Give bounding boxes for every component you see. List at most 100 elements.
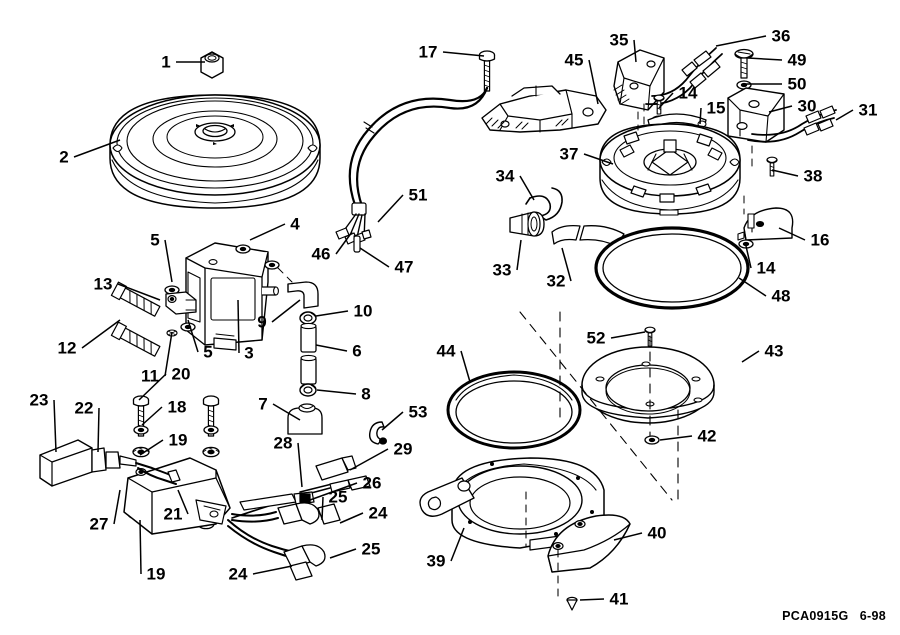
part-hose-sleeve-32 [551,224,625,247]
callout-boot-9: 9 [257,312,267,332]
callout-connector-29: 29 [393,439,413,459]
leader-line-37 [583,153,614,165]
leader-line-42 [659,435,693,441]
callout-lock-washer-19: 19 [146,564,166,584]
callout-washer-11: 11 [141,366,159,386]
leader-line-31 [835,109,854,121]
callout-terminal-leads-46: 46 [311,244,331,264]
callout-screw-4: 4 [290,214,300,234]
leader-line-14 [658,92,674,109]
callout-terminal-51: 51 [408,185,428,205]
part-coil-cover-16 [737,207,794,241]
callout-spark-plug-boot-25: 25 [361,539,381,559]
callout-armature-plate-37: 37 [559,144,579,164]
callout-weight-block-40: 40 [647,523,667,543]
leader-line-19 [139,439,164,456]
leader-line-29 [349,448,389,471]
callout-screw-41: 41 [609,589,629,609]
callout-timer-base-linkage-45: 45 [564,50,584,70]
leader-line-19 [139,519,142,575]
callout-flywheel-nut-1: 1 [161,52,171,72]
leader-line-49 [747,57,783,61]
part-boot-9 [287,281,319,309]
part-tube-6 [300,322,317,385]
leader-line-36 [715,35,767,47]
callout-screw-12: 12 [57,338,77,358]
leader-line-51 [377,194,404,223]
leader-line-18 [141,406,163,426]
callout-washer-42: 42 [697,426,717,446]
part-flywheel [109,94,321,209]
callout-hose-sleeve-32: 32 [546,271,566,291]
leader-line-39 [450,527,465,562]
callout-grommet-8: 8 [361,384,371,404]
leader-line-45 [588,59,599,105]
callout-sensor-coil-35: 35 [609,30,629,50]
callout-flywheel-2: 2 [59,147,69,167]
callout-spark-plug-lead-23: 23 [29,390,49,410]
leader-line-26 [309,482,358,501]
callout-retaining-clip-53: 53 [408,402,428,422]
leader-line-3 [237,299,240,354]
part-boot-7 [287,403,323,435]
callout-boot-7: 7 [258,394,268,414]
leader-line-40 [613,532,643,541]
callout-spark-plug-lead-24: 24 [368,503,388,523]
leader-line-44 [460,350,471,383]
part-spark-plug-lead-24 [227,502,341,581]
part-washer-42 [644,435,660,445]
leader-line-11 [164,331,173,377]
callout-retainer-plate-43: 43 [764,341,784,361]
leader-lines [53,35,854,601]
callout-washer-18: 18 [167,397,187,417]
callout-terminal-leads-36: 36 [771,26,791,46]
leader-line-24 [252,565,293,575]
leader-line-46 [335,231,353,255]
part-grommet-10 [299,311,317,325]
leader-line-10 [315,310,349,317]
part-bushing-33 [509,211,545,237]
leader-line-38 [771,169,799,177]
part-grommet-8 [299,383,317,397]
part-terminal-26 [239,491,315,511]
leader-line-28 [297,442,303,488]
callout-terminal-26: 26 [362,473,382,493]
leader-line-33 [516,239,522,271]
part-screw-12 [110,281,161,357]
leader-line-53 [381,411,404,431]
leader-line-52 [610,331,646,339]
part-boot-22 [91,447,137,473]
leader-line-21 [177,489,189,515]
callout-power-pack-21: 21 [163,504,183,524]
callout-tube-6: 6 [352,341,362,361]
part-ignition-module [185,242,279,351]
callout-ignition-module-3: 3 [244,343,254,363]
leader-line-43 [741,350,760,363]
part-screw-41 [566,596,578,611]
leader-line-5 [164,239,173,283]
callout-screw-49: 49 [787,50,807,70]
part-spark-plug-lead-23 [39,439,93,487]
part-armature-plate [599,123,741,216]
part-timer-base-linkage [481,85,607,133]
part-wire-27 [135,462,181,485]
callout-spark-plug-lead-24: 24 [228,564,248,584]
leader-line-12 [81,319,121,349]
part-charge-coil [727,87,837,143]
part-screw-17 [478,50,496,92]
part-support-plate-39 [419,457,605,551]
leader-line-48 [738,277,767,297]
leader-line-8 [316,389,357,395]
callout-screw-17: 17 [418,42,438,62]
callout-support-plate-39: 39 [426,551,446,571]
leader-line-25 [321,496,324,521]
leader-line-22 [97,407,100,453]
leader-line-7 [272,403,301,421]
drawing-code: PCA0915G 6-98 [782,609,886,623]
callout-spark-plug-boot-25: 25 [328,487,348,507]
callout-retainer-strap-15: 15 [706,98,726,118]
leader-line-6 [315,344,348,352]
callout-washer-5: 5 [203,342,213,362]
leader-line-9 [271,299,301,323]
